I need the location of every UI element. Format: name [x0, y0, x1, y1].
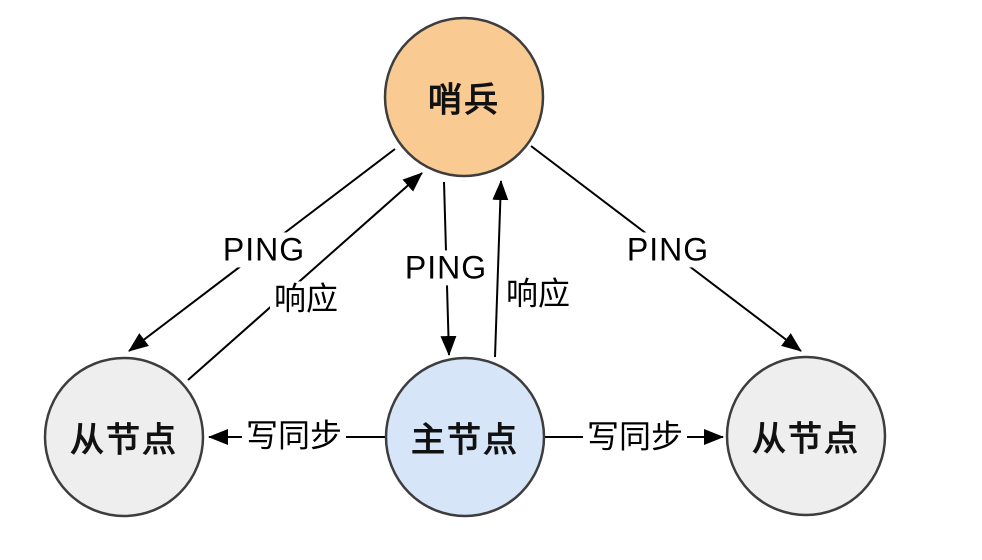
sentinel-circle	[383, 16, 545, 178]
ping-label-middle: PING	[400, 250, 492, 286]
slave-left-node-label: 从节点	[70, 421, 178, 460]
response-arrow-left	[187, 172, 423, 381]
response-label-left: 响应	[269, 281, 343, 317]
response-label-middle: 响应	[501, 276, 575, 312]
response-arrow-middle	[492, 180, 509, 358]
write-sync-label-right: 写同步	[582, 419, 688, 455]
master-circle	[384, 356, 546, 518]
ping-label-left: PING	[218, 232, 310, 268]
slave-right-node-label: 从节点	[752, 420, 860, 459]
master-node-label: 主节点	[411, 421, 519, 460]
sentinel-node-label: 哨兵	[428, 81, 500, 120]
slave-left-circle	[43, 356, 205, 518]
write-sync-label-left: 写同步	[241, 418, 347, 454]
ping-label-right: PING	[622, 232, 714, 268]
slave-right-circle	[725, 355, 887, 517]
